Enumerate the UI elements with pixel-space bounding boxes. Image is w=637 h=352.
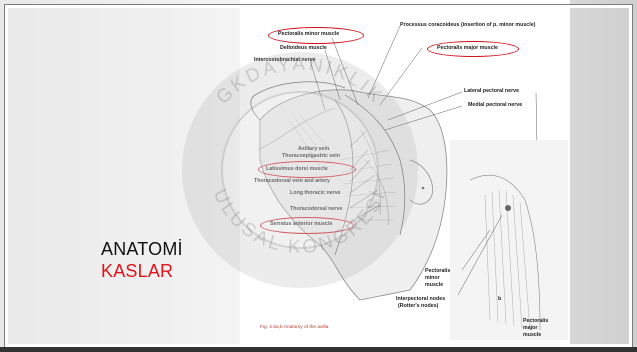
- label-pectoralis-minor: Pectoralis minor muscle: [278, 31, 339, 37]
- slide-title: ANATOMİ KASLAR: [101, 238, 183, 282]
- label-inset-letter-b: b: [498, 296, 501, 302]
- label-pectoralis-major-inset-3: muscle: [523, 332, 541, 338]
- slide-title-line1: ANATOMİ: [101, 238, 183, 260]
- label-axillary-vein: Axillary vein: [298, 146, 329, 152]
- figure-caption: Fig. 2.5a,b Anatomy of the axilla: [260, 325, 328, 330]
- label-pectoralis-major: Pectoralis major muscle: [437, 45, 498, 51]
- axilla-anatomy-figure: Pectoralis minor muscle Deltoideus muscl…: [240, 0, 570, 346]
- label-pectoralis-major-inset-1: Pectoralis: [523, 318, 548, 324]
- bottom-bar: [0, 347, 637, 352]
- label-pectoralis-minor-inset-3: muscle: [425, 282, 443, 288]
- label-thoracodorsal-vein-artery: Thoracodorsal vein and artery: [254, 178, 330, 184]
- label-latissimus-dorsi: Latissimus dorsi muscle: [266, 166, 328, 172]
- label-interpectoral-nodes-2: (Rotter's nodes): [398, 303, 438, 309]
- label-serratus-anterior: Serratus anterior muscle: [270, 221, 332, 227]
- label-processus-coracoideus: Processus coracoideus (insertion of p. m…: [400, 22, 535, 28]
- label-interpectoral-nodes-1: Interpectoral nodes: [396, 296, 445, 302]
- label-medial-pectoral-nerve: Medial pectoral nerve: [468, 102, 522, 108]
- label-thoracoepigastric-vein: Thoracoepigastric vein: [282, 153, 340, 159]
- label-deltoideus: Deltoideus muscle: [280, 45, 327, 51]
- label-pectoralis-minor-inset-1: Pectoralis: [425, 268, 450, 274]
- label-long-thoracic-nerve: Long thoracic nerve: [290, 190, 341, 196]
- label-lateral-pectoral-nerve: Lateral pectoral nerve: [464, 88, 519, 94]
- label-intercostobrachial-nerve: Intercostobrachial nerve: [254, 57, 316, 63]
- label-pectoralis-major-inset-2: major: [523, 325, 537, 331]
- slide-title-line2: KASLAR: [101, 260, 183, 282]
- label-thoracodorsal-nerve: Thoracodorsal nerve: [290, 206, 342, 212]
- label-pectoralis-minor-inset-2: minor: [425, 275, 440, 281]
